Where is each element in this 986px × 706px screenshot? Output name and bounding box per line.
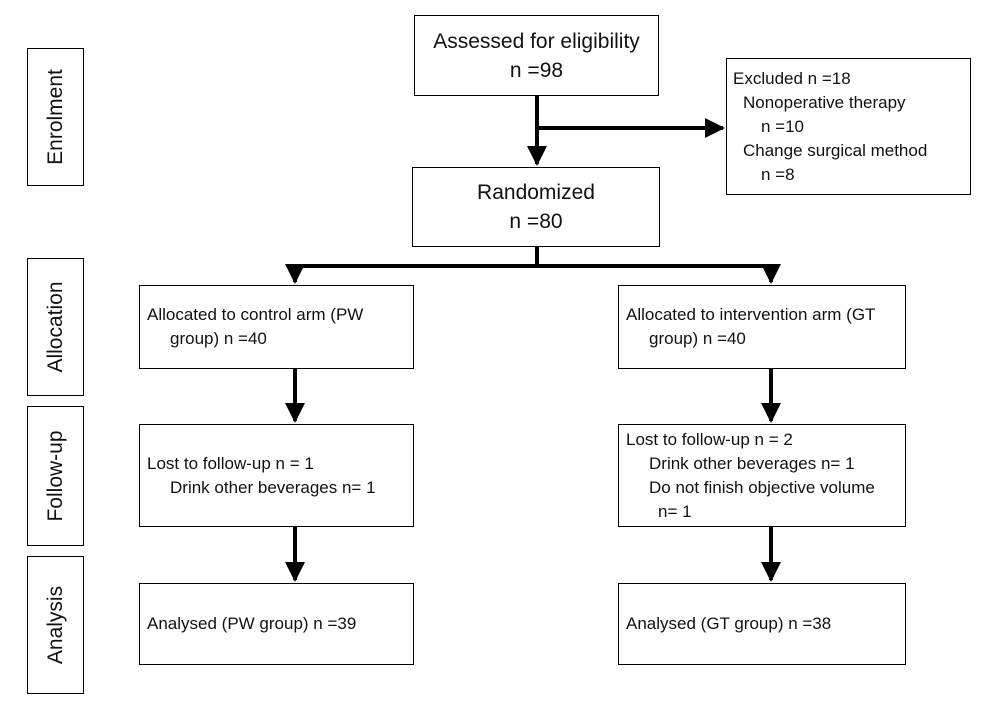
intervention-allocation-line2: group) n =40 <box>649 329 746 348</box>
randomized-box: Randomized n =80 <box>412 167 660 247</box>
excluded-box: Excluded n =18 Nonoperative therapy n =1… <box>726 58 971 195</box>
control-analysis-box: Analysed (PW group) n =39 <box>139 583 414 665</box>
intervention-lost-reason2-count: n= 1 <box>658 501 692 521</box>
excluded-reason-surgical: Change surgical method <box>743 140 928 160</box>
intervention-lost-reason1: Drink other beverages n= 1 <box>649 453 855 473</box>
intervention-lost-total: Lost to follow-up n = 2 <box>626 429 793 449</box>
control-allocation-line1: Allocated to control arm (PW <box>147 305 364 324</box>
control-analysed: Analysed (PW group) n =39 <box>147 614 357 633</box>
control-allocation-box: Allocated to control arm (PW group) n =4… <box>139 285 414 369</box>
assessed-title: Assessed for eligibility <box>433 29 640 53</box>
excluded-reason-nonoperative: Nonoperative therapy <box>743 92 906 112</box>
control-followup-box: Lost to follow-up n = 1 Drink other beve… <box>139 424 414 527</box>
intervention-analysis-box: Analysed (GT group) n =38 <box>618 583 906 665</box>
randomized-title: Randomized <box>477 181 595 204</box>
assessed-box: Assessed for eligibility n =98 <box>414 15 659 96</box>
stage-followup: Follow-up <box>27 406 84 546</box>
stage-enrolment: Enrolment <box>27 48 84 186</box>
stage-analysis: Analysis <box>27 556 84 694</box>
intervention-allocation-box: Allocated to intervention arm (GT group)… <box>618 285 906 369</box>
control-allocation-line2: group) n =40 <box>170 329 267 348</box>
excluded-count-nonoperative: n =10 <box>761 116 805 136</box>
randomized-count: n =80 <box>509 210 563 233</box>
intervention-analysed: Analysed (GT group) n =38 <box>626 614 832 633</box>
excluded-count-surgical: n =8 <box>761 164 795 184</box>
control-lost-total: Lost to follow-up n = 1 <box>147 453 314 473</box>
stage-allocation: Allocation <box>27 258 84 396</box>
intervention-allocation-line1: Allocated to intervention arm (GT <box>626 305 876 324</box>
control-lost-reason: Drink other beverages n= 1 <box>170 477 376 497</box>
intervention-lost-reason2: Do not finish objective volume <box>649 477 875 497</box>
intervention-followup-box: Lost to follow-up n = 2 Drink other beve… <box>618 424 906 527</box>
excluded-total: Excluded n =18 <box>733 68 851 88</box>
assessed-count: n =98 <box>509 58 564 82</box>
